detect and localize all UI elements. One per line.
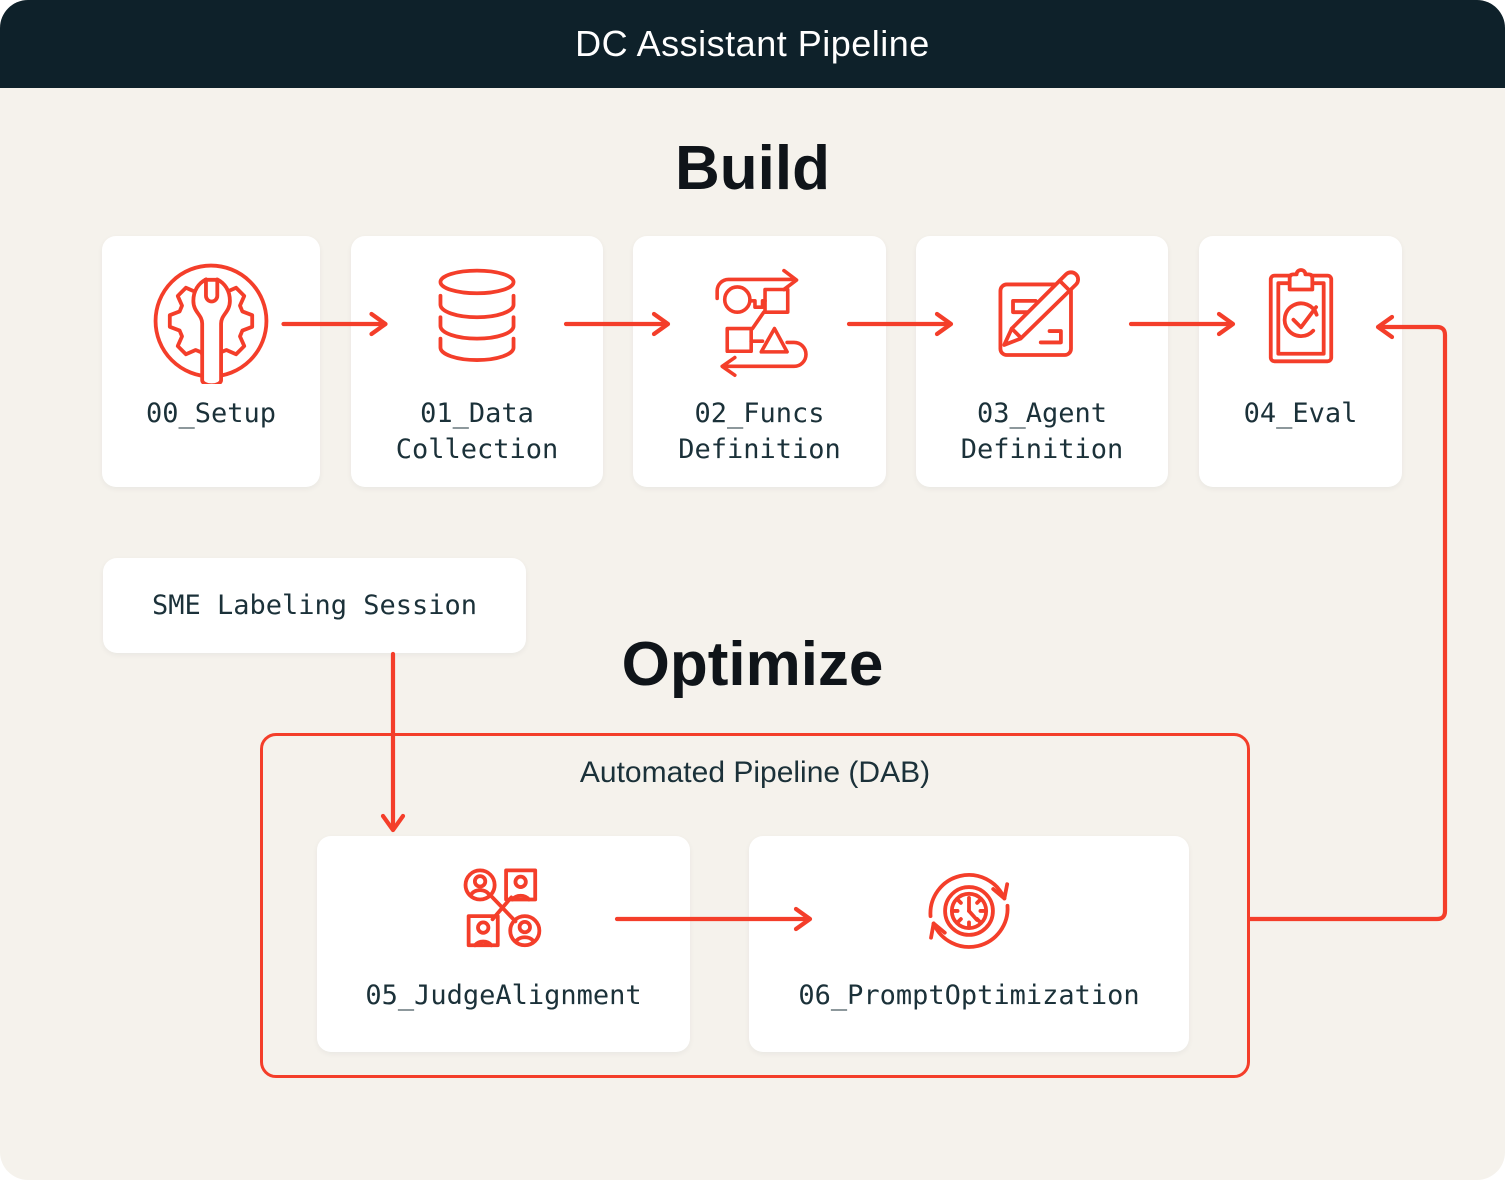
node-card-data-collection: 01_Data Collection xyxy=(351,236,603,487)
database-icon xyxy=(414,258,540,384)
document-pencil-icon xyxy=(979,258,1105,384)
node-card-judge-alignment: 05_JudgeAlignment xyxy=(317,836,690,1052)
node-label: 00_Setup xyxy=(145,398,277,429)
node-card-prompt-optimization: 06_PromptOptimization xyxy=(749,836,1189,1052)
build-heading: Build xyxy=(675,134,830,203)
page-title: DC Assistant Pipeline xyxy=(575,23,930,64)
title-bar: DC Assistant Pipeline xyxy=(0,0,1505,88)
gear-wrench-icon xyxy=(148,258,274,384)
automated-pipeline-label: Automated Pipeline (DAB) xyxy=(579,756,931,789)
optimize-heading: Optimize xyxy=(621,630,884,699)
node-label: 03_Agent Definition xyxy=(960,398,1124,465)
clock-cycle-icon xyxy=(917,860,1021,964)
node-card-eval: 04_Eval xyxy=(1199,236,1402,487)
node-label: 02_Funcs Definition xyxy=(678,398,841,465)
sme-label: SME Labeling Session xyxy=(151,590,478,621)
node-label: 05_JudgeAlignment xyxy=(365,980,642,1011)
node-card-agent-definition: 03_Agent Definition xyxy=(916,236,1168,487)
clipboard-check-icon xyxy=(1238,258,1364,384)
node-label: 04_Eval xyxy=(1243,398,1358,429)
node-label: 06_PromptOptimization xyxy=(798,980,1140,1011)
node-card-setup: 00_Setup xyxy=(102,236,320,487)
node-label: 01_Data Collection xyxy=(395,398,559,465)
node-card-funcs-definition: 02_Funcs Definition xyxy=(633,236,886,487)
sme-labeling-card: SME Labeling Session xyxy=(103,558,526,653)
flowchart-loop-icon xyxy=(697,258,823,384)
judge-avatars-icon xyxy=(452,860,556,964)
